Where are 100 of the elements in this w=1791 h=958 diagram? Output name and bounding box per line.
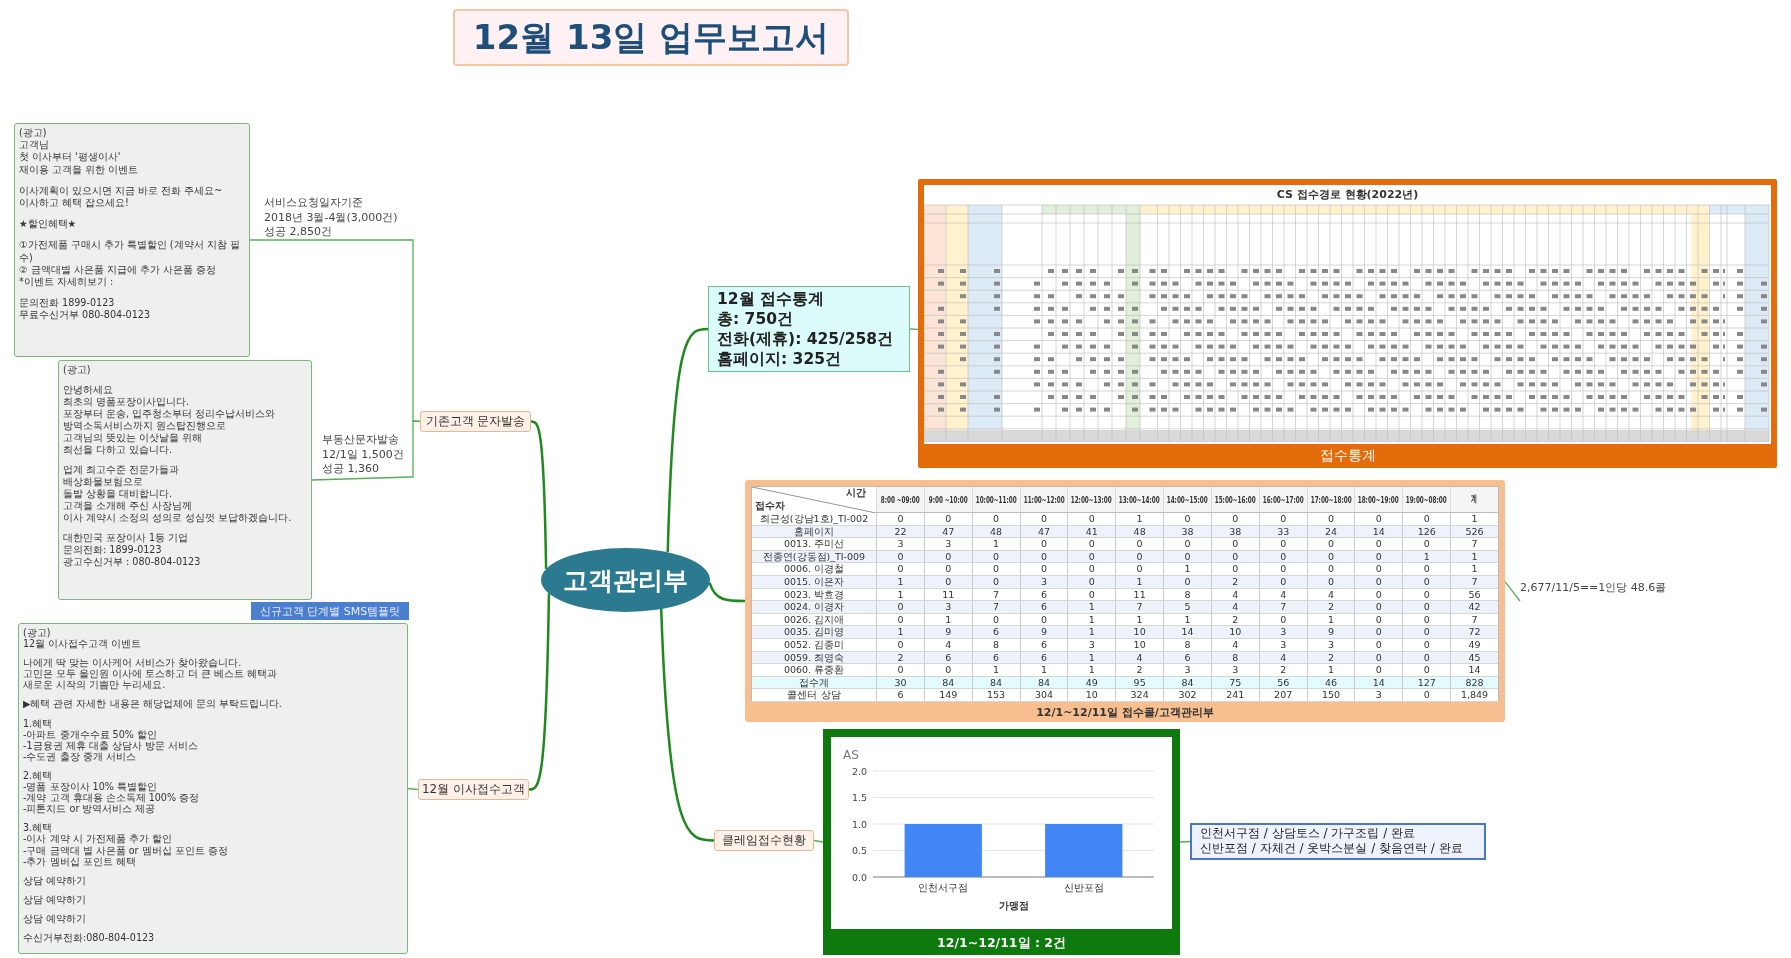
note-line: 신반포점 / 자체건 / 옷박스분실 / 찾음연락 / 완료 bbox=[1200, 841, 1464, 856]
message-line: ▶혜택 관련 자세한 내용은 해당업체에 문의 부탁드립니다. bbox=[23, 698, 282, 710]
message-line: 상담 예약하기 bbox=[23, 893, 87, 905]
message-line: -피톤치드 or 방역서비스 제공 bbox=[23, 803, 156, 815]
table-cell: 0 bbox=[876, 563, 924, 576]
table-cell: 0 bbox=[923, 664, 972, 677]
row-header: 최근성(강남1호)_TI-002 bbox=[752, 513, 876, 526]
table-cell: 5 bbox=[1163, 601, 1211, 614]
message-line: -이사 계약 시 가전제품 추가 할인 bbox=[23, 833, 172, 845]
table-cell: 241 bbox=[1210, 689, 1259, 702]
message-line: 무료수신거부 080-804-0123 bbox=[19, 309, 150, 322]
message-line: 고객님의 뜻있는 이삿날을 위해 bbox=[63, 432, 203, 444]
table-cell: 3 bbox=[923, 538, 972, 551]
table-cell: 3 bbox=[1019, 576, 1068, 589]
message-line: 안녕하세요 bbox=[63, 384, 113, 396]
branch-line bbox=[659, 608, 715, 842]
message-line: -추가 멤버십 포인트 혜택 bbox=[23, 855, 136, 867]
row-header: 0015. 이은자 bbox=[752, 576, 876, 589]
table-cell: 0 bbox=[1402, 689, 1451, 702]
row-header: 0060. 류중환 bbox=[752, 664, 876, 677]
column-header: 9:00 ~10:00 bbox=[923, 487, 972, 513]
table-cell: 4 bbox=[1210, 601, 1259, 614]
report-title: 12월 13일 업무보고서 bbox=[453, 9, 849, 66]
table-cell: 149 bbox=[923, 689, 972, 702]
table-cell: 0 bbox=[1354, 563, 1403, 576]
table-cell: 1 bbox=[1115, 576, 1164, 589]
header-label: 접수자 bbox=[755, 500, 785, 513]
table-cell: 7 bbox=[1258, 601, 1307, 614]
table-cell: 0 bbox=[1115, 563, 1164, 576]
table-cell: 0 bbox=[1210, 538, 1259, 551]
table-cell: 0 bbox=[1402, 639, 1451, 652]
branch-text: 부동산문자발송 bbox=[322, 433, 400, 448]
table-cell: 1 bbox=[876, 576, 924, 589]
branch-line bbox=[311, 476, 411, 481]
table-cell: 3 bbox=[1163, 664, 1211, 677]
table-cell: 8 bbox=[1163, 639, 1211, 652]
chart-title: AS bbox=[843, 748, 859, 762]
panel-caption: 접수통계 bbox=[1318, 447, 1377, 465]
table-cell: 6 bbox=[1019, 639, 1068, 652]
table-cell: 0 bbox=[1354, 513, 1403, 526]
note-box bbox=[1190, 823, 1486, 860]
table-cell: 2 bbox=[1115, 664, 1164, 677]
table-cell: 7 bbox=[1115, 601, 1164, 614]
table-cell: 0 bbox=[1258, 563, 1307, 576]
table-cell: 9 bbox=[923, 626, 972, 639]
table-cell: 3 bbox=[1306, 639, 1355, 652]
table-cell: 0 bbox=[1258, 576, 1307, 589]
message-line: 이사하고 혜택 잡으세요! bbox=[19, 197, 129, 210]
table-cell: 0 bbox=[876, 513, 924, 526]
table-cell: 304 bbox=[1019, 689, 1068, 702]
branch-line bbox=[666, 327, 709, 553]
table-cell: 10 bbox=[1210, 626, 1259, 639]
panel-caption: 12/1~12/11일 접수콜/고객관리부 bbox=[1035, 705, 1215, 720]
table-cell: 1 bbox=[971, 664, 1020, 677]
table-cell: 3 bbox=[1258, 639, 1307, 652]
column-header: 15:00~16:00 bbox=[1210, 487, 1259, 513]
table-cell: 0 bbox=[1067, 538, 1116, 551]
message-line: 고민은 모두 올인원 이사에 토스하고 더 큰 베스트 혜택과 bbox=[23, 668, 278, 680]
branch-text: 12/1일 1,500건 bbox=[322, 447, 405, 462]
message-card bbox=[18, 623, 408, 954]
table-cell: 3 bbox=[923, 601, 972, 614]
table-cell: 7 bbox=[1450, 576, 1498, 589]
caption-bar: 신규고객 단계별 SMS템플릿 bbox=[251, 602, 409, 620]
table-cell: 153 bbox=[971, 689, 1020, 702]
branch-line bbox=[528, 593, 551, 791]
table-cell: 6 bbox=[971, 626, 1020, 639]
table-cell: 0 bbox=[1258, 513, 1307, 526]
table-cell: 42 bbox=[1450, 601, 1498, 614]
branch-text: 성공 2,850건 bbox=[264, 225, 333, 240]
axis-tick-label: 1.0 bbox=[851, 818, 867, 830]
table-cell: 0 bbox=[1115, 538, 1164, 551]
message-line: -명품 포장이사 10% 특별할인 bbox=[23, 781, 157, 793]
table-cell: 0 bbox=[1354, 576, 1403, 589]
table-cell: 0 bbox=[1402, 601, 1451, 614]
message-line: 문의전화 1899-0123 bbox=[19, 297, 115, 310]
table-cell: 1 bbox=[1306, 664, 1355, 677]
message-line: 3.혜택 bbox=[23, 822, 53, 834]
table-cell: 0 bbox=[1402, 538, 1451, 551]
table-cell: 49 bbox=[1450, 639, 1498, 652]
table-cell: 150 bbox=[1306, 689, 1355, 702]
note-line: 인천서구점 / 상담토스 / 가구조립 / 완료 bbox=[1200, 826, 1416, 841]
row-header: 0006. 이경철 bbox=[752, 563, 876, 576]
table-cell: 0 bbox=[1354, 639, 1403, 652]
table-cell: 14 bbox=[1163, 626, 1211, 639]
message-line: 나에게 딱 맞는 이사케어 서비스가 찾아왔습니다. bbox=[23, 657, 242, 669]
branch-line bbox=[813, 839, 824, 843]
branch-text: 서비스요청일자기준 bbox=[264, 196, 364, 211]
table-cell: 0 bbox=[1019, 563, 1068, 576]
table-cell: 0 bbox=[1402, 563, 1451, 576]
category-label: 신반포점 bbox=[1063, 882, 1104, 893]
table-cell: 0 bbox=[1402, 513, 1451, 526]
branch-line bbox=[530, 420, 548, 570]
message-line: 1.혜택 bbox=[23, 717, 53, 729]
table-cell: 207 bbox=[1258, 689, 1307, 702]
table-cell: 10 bbox=[1115, 639, 1164, 652]
message-line: -1금융권 제휴 대출 상담사 방문 서비스 bbox=[23, 739, 198, 751]
table-cell: 0 bbox=[1306, 563, 1355, 576]
table-cell: 0 bbox=[876, 664, 924, 677]
table-cell: 0 bbox=[971, 513, 1020, 526]
table-cell: 0 bbox=[1163, 576, 1211, 589]
